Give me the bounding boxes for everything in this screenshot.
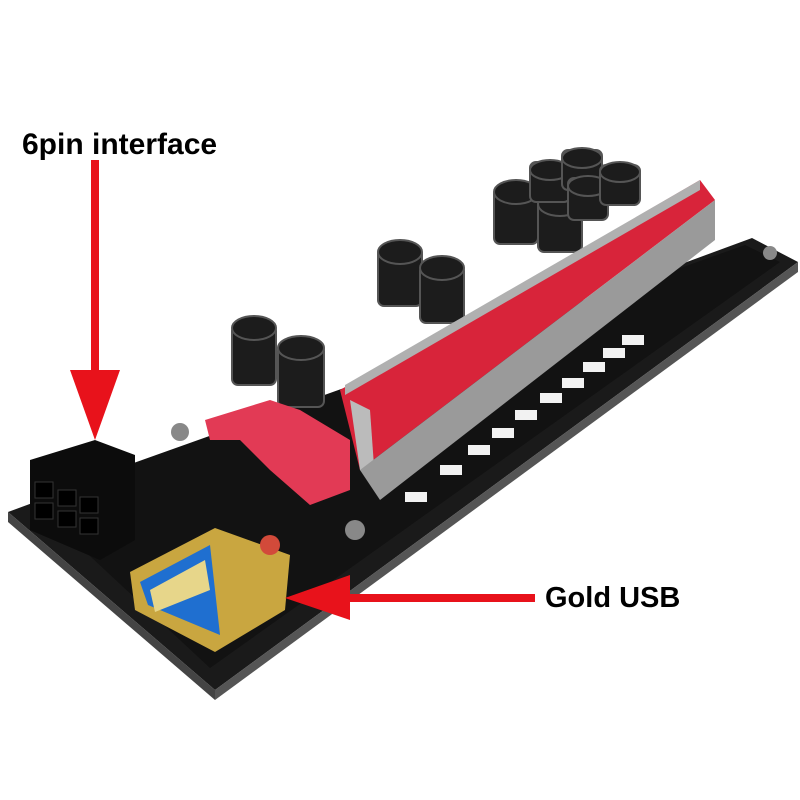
slot-latch: [205, 400, 350, 505]
6pin-interface-label: 6pin interface: [22, 128, 218, 161]
gold-usb-label: Gold USB: [545, 582, 681, 614]
pcie-x16-slot: [340, 180, 715, 500]
capacitors: [231, 147, 641, 408]
arrow-to-usb: [285, 575, 535, 620]
gold-usb-port: [130, 528, 290, 652]
6pin-power-connector: [30, 440, 135, 560]
led-row: [405, 335, 644, 502]
mount-holes: [171, 246, 777, 540]
arrow-to-6pin: [70, 160, 120, 440]
